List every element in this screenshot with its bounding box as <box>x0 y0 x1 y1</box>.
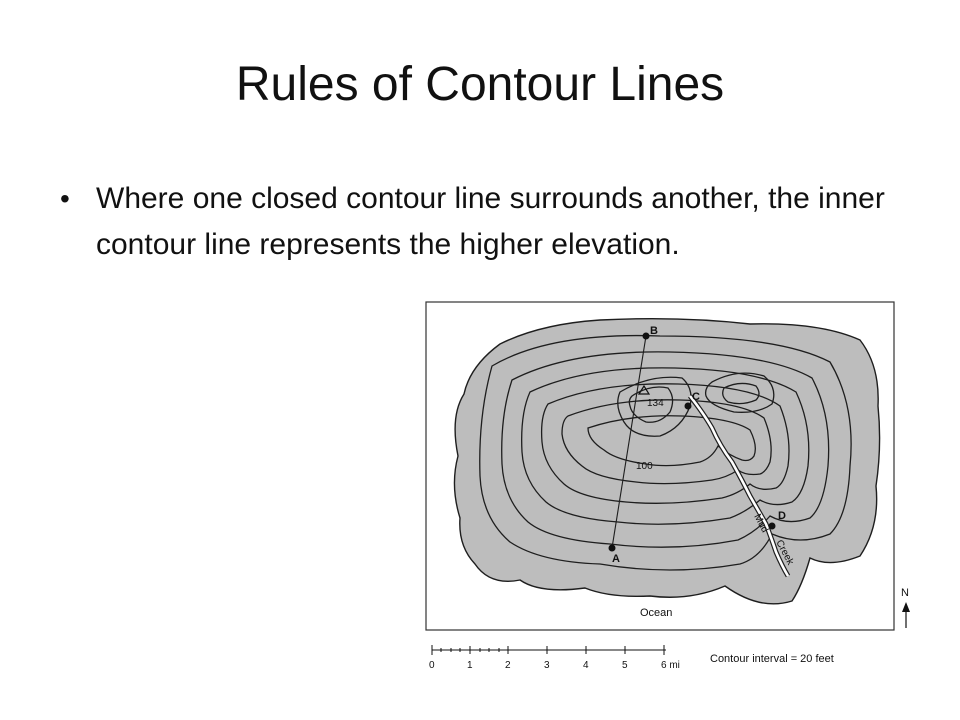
contour-line <box>561 399 772 485</box>
point-c-dot <box>684 402 692 410</box>
contour-elevation-label: 100 <box>636 461 653 472</box>
point-b-label: B <box>650 325 658 337</box>
point-c-label: C <box>692 391 700 403</box>
contour-line-summit <box>628 386 674 423</box>
scale-tick-label: 5 <box>622 660 628 671</box>
contour-lines <box>479 334 852 571</box>
contour-line <box>479 334 852 571</box>
slide-title: Rules of Contour Lines <box>235 58 725 111</box>
summit-elevation-label: 134 <box>647 398 664 409</box>
contour-map-figure: B A C D 134 100 Mud Creek Ocean N <box>420 296 920 680</box>
triangle-icon <box>637 384 651 395</box>
ocean-label: Ocean <box>640 607 672 619</box>
point-a-dot <box>608 544 616 552</box>
scale-tick-label: 2 <box>505 660 511 671</box>
scale-tick-label: 0 <box>429 660 435 671</box>
contour-interval-label: Contour interval = 20 feet <box>710 653 834 665</box>
point-b-dot <box>642 332 650 340</box>
scale-tick-label: 3 <box>544 660 550 671</box>
contour-line <box>521 367 810 525</box>
bullet-dot-icon: • <box>60 183 70 214</box>
contour-line <box>501 351 830 548</box>
bullet-list: • Where one closed contour line surround… <box>60 176 900 268</box>
bullet-text: Where one closed contour line surrounds … <box>96 182 885 261</box>
scale-tick-label: 4 <box>583 660 589 671</box>
point-d-dot <box>768 522 776 530</box>
bullet-item: • Where one closed contour line surround… <box>60 176 900 268</box>
profile-line-a-b <box>611 335 647 549</box>
north-label: N <box>901 587 909 599</box>
arrow-up-icon <box>902 602 910 628</box>
scale-tick-label: 6 mi <box>661 660 680 671</box>
scale-bar <box>431 645 666 655</box>
point-d-label: D <box>778 510 786 522</box>
contour-line-east-hill-inner <box>722 382 760 405</box>
mud-creek-water <box>688 395 790 577</box>
point-a-label: A <box>612 553 620 565</box>
scale-tick-label: 1 <box>467 660 473 671</box>
contour-line <box>540 383 790 504</box>
contour-line <box>617 376 692 437</box>
contour-line-east-hill <box>704 372 775 413</box>
contour-map-svg: B A C D 134 100 Mud Creek Ocean N <box>425 301 910 671</box>
island-outline <box>453 317 881 605</box>
